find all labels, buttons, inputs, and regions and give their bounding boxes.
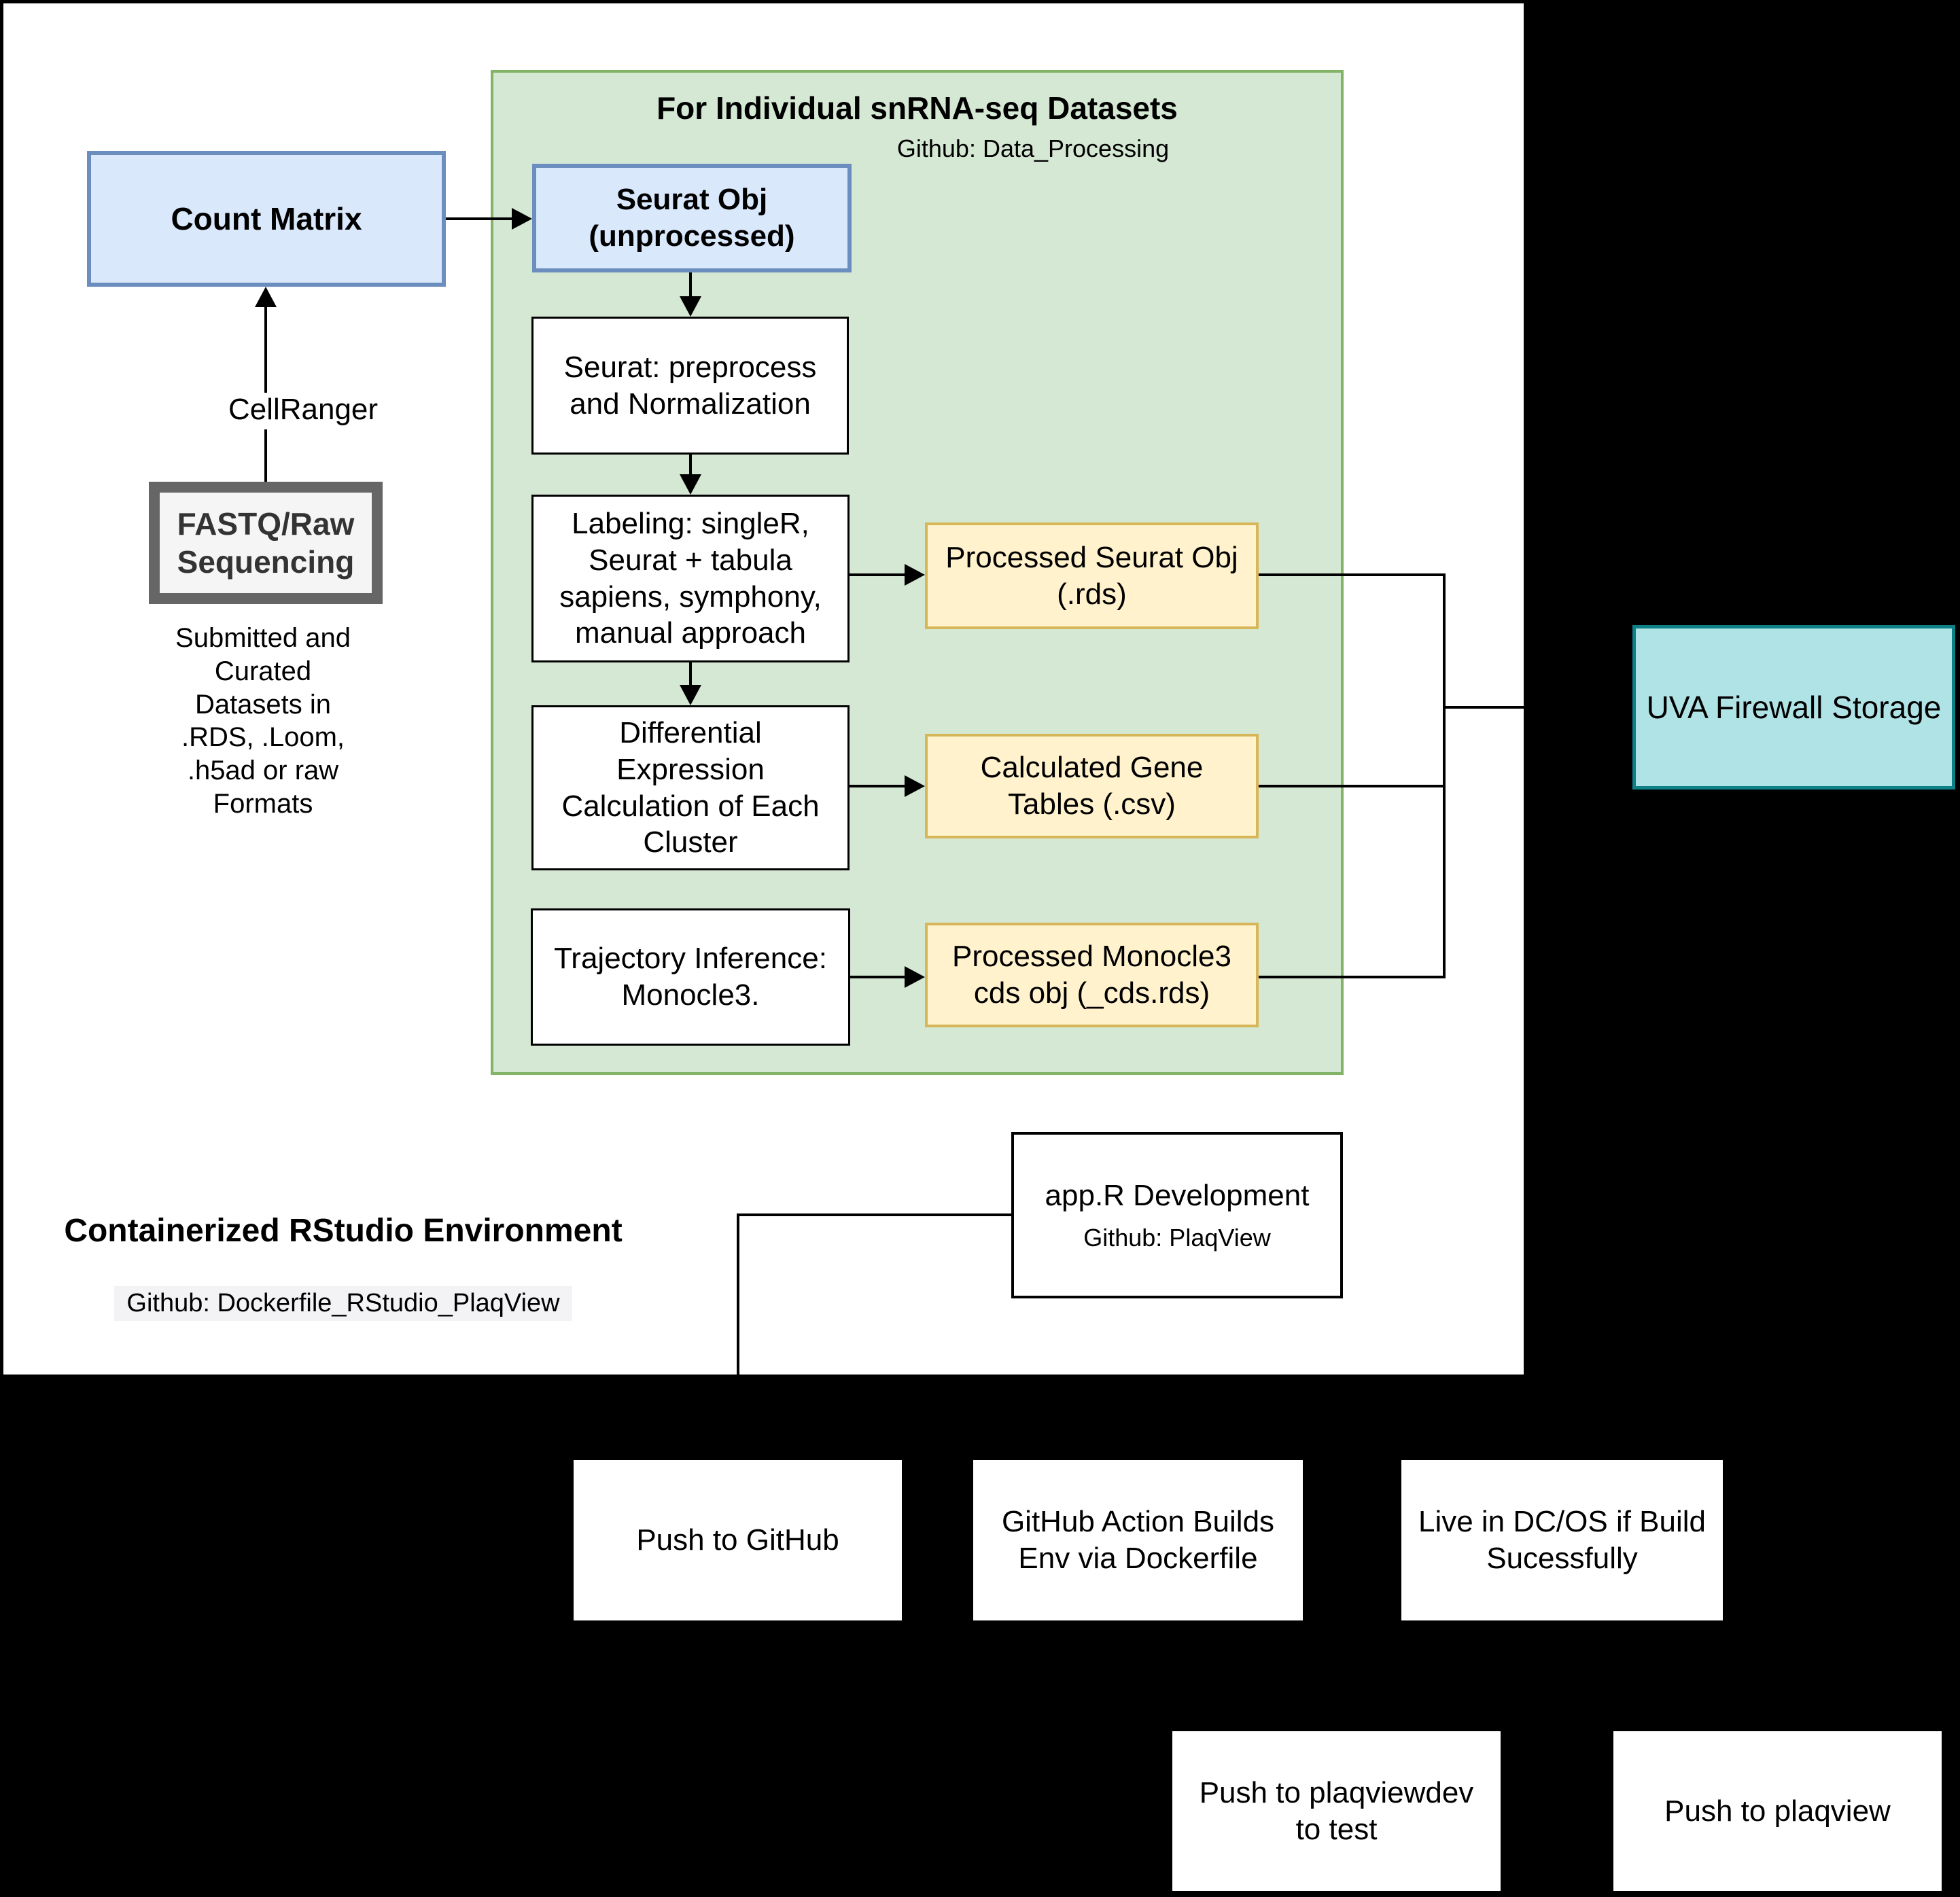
edge-seurat-preprocess — [689, 272, 692, 296]
processed-seurat-node: Processed Seurat Obj (.rds) — [925, 522, 1259, 629]
junction-vertical-line — [1443, 573, 1446, 978]
arrowhead-fastq-countmatrix — [255, 287, 277, 307]
fastq-node: FASTQ/Raw Sequencing — [149, 482, 383, 604]
github-action-builds-node: GitHub Action Builds Env via Dockerfile — [973, 1460, 1303, 1620]
appr-development-subtitle: Github: PlaqView — [1083, 1224, 1271, 1252]
push-to-plaqviewdev-node: Push to plaqviewdev to test — [1172, 1731, 1501, 1891]
edge-monocle-junction — [1259, 976, 1444, 978]
containerized-rstudio-subtitle: Github: Dockerfile_RStudio_PlaqView — [20, 1257, 666, 1321]
push-to-github-node: Push to GitHub — [574, 1460, 902, 1620]
containerized-rstudio-title: Containerized RStudio Environment — [64, 1213, 623, 1249]
seurat-obj-node: Seurat Obj (unprocessed) — [532, 164, 852, 272]
push-to-plaqview-node: Push to plaqview — [1613, 1731, 1942, 1891]
uva-firewall-storage-node: UVA Firewall Storage — [1632, 625, 1955, 790]
live-in-dcos-node: Live in DC/OS if Build Sucessfully — [1401, 1460, 1723, 1620]
arrowhead-diffexpr-genetables — [905, 775, 925, 797]
edge-appr-vertical — [737, 1213, 739, 1375]
group-subtitle: Github: Data_Processing — [896, 135, 1170, 162]
edge-preprocess-labeling — [689, 455, 692, 474]
submitted-datasets-note: Submitted and Curated Datasets in .RDS, … — [175, 623, 351, 819]
edge-labeling-processedseurat — [850, 573, 905, 576]
edge-processedseurat-junction — [1259, 573, 1444, 576]
trajectory-node: Trajectory Inference: Monocle3. — [531, 908, 850, 1046]
arrowhead-countmatrix-seurat — [512, 208, 532, 230]
count-matrix-node: Count Matrix — [87, 151, 446, 287]
arrowhead-trajectory-monocle — [905, 966, 925, 988]
containerized-rstudio-subtitle-text: Github: Dockerfile_RStudio_PlaqView — [114, 1286, 572, 1321]
edge-diffexpr-genetables — [850, 785, 905, 787]
arrowhead-labeling-diffexpr — [680, 685, 701, 705]
edge-countmatrix-seurat — [446, 217, 512, 220]
edge-labeling-diffexpr — [689, 662, 692, 685]
gene-tables-node: Calculated Gene Tables (.csv) — [925, 734, 1259, 838]
arrowhead-labeling-processedseurat — [905, 564, 925, 586]
cellranger-label: CellRanger — [215, 393, 391, 429]
edge-genetables-junction — [1259, 785, 1444, 787]
arrowhead-preprocess-labeling — [680, 474, 701, 495]
processed-monocle-node: Processed Monocle3 cds obj (_cds.rds) — [925, 923, 1259, 1027]
edge-appr-horizontal — [737, 1213, 1011, 1216]
appr-development-title: app.R Development — [1045, 1178, 1310, 1212]
diff-expression-node: Differential Expression Calculation of E… — [531, 705, 850, 870]
group-title: For Individual snRNA-seq Datasets — [657, 90, 1178, 126]
edge-junction-uva — [1444, 706, 1634, 709]
appr-development-node: app.R Development Github: PlaqView — [1011, 1132, 1343, 1298]
edge-trajectory-monocle — [850, 976, 905, 978]
preprocess-node: Seurat: preprocess and Normalization — [531, 317, 849, 455]
labeling-node: Labeling: singleR, Seurat + tabula sapie… — [531, 495, 850, 662]
arrowhead-seurat-preprocess — [680, 296, 701, 317]
